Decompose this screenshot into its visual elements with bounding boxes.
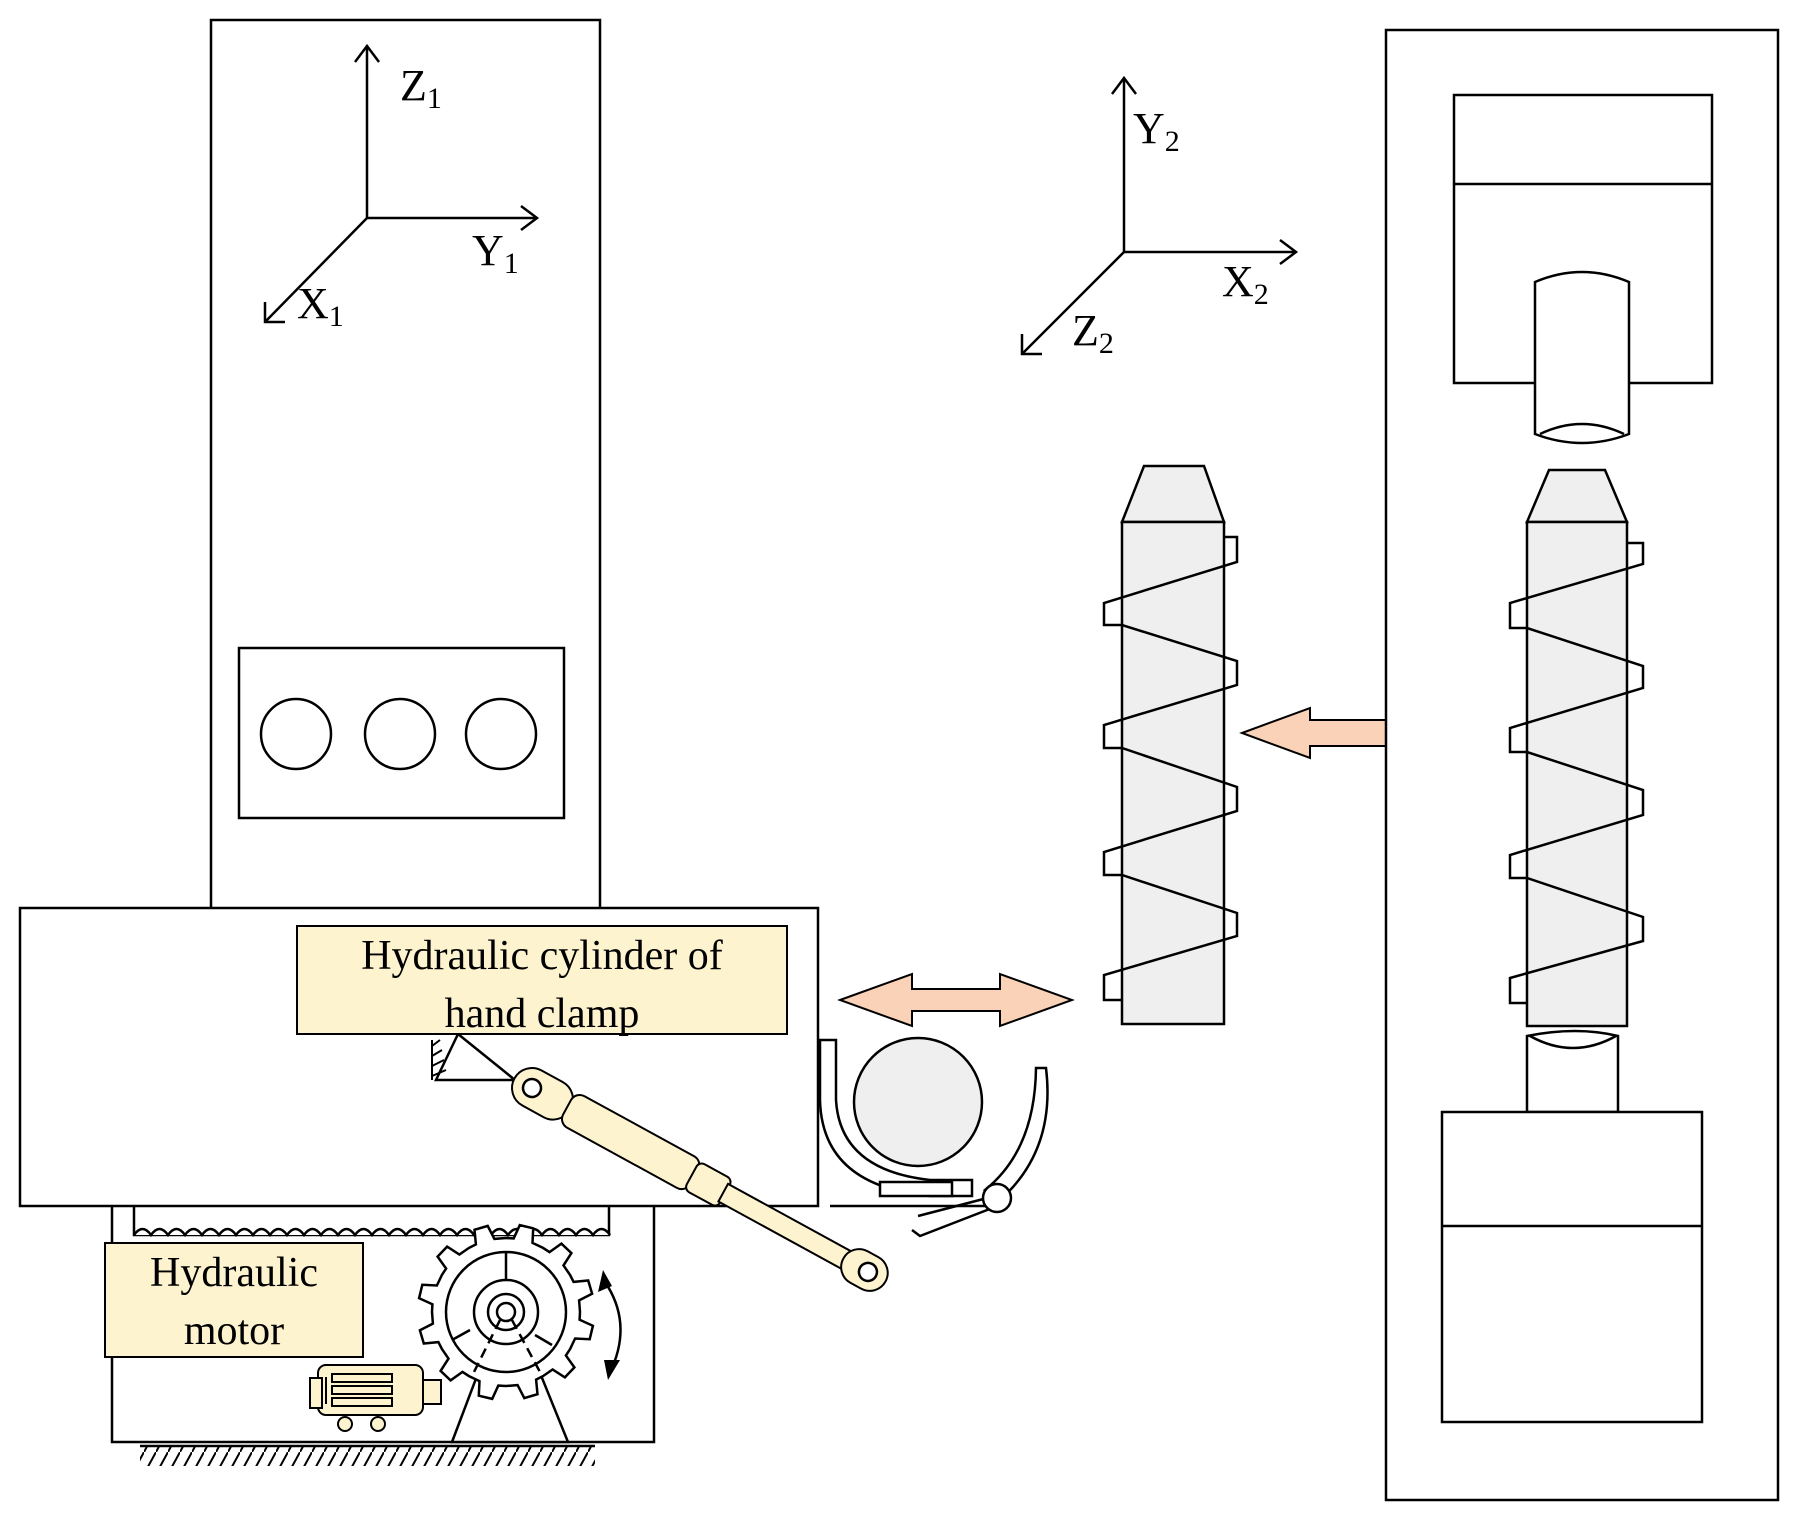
rotation-arrow-icon	[598, 1270, 622, 1380]
hand-clamp	[431, 1032, 1049, 1238]
indicator-circle-3	[464, 697, 538, 771]
axis-label-z1: Z1	[400, 61, 442, 115]
hydraulic-motor-icon	[309, 1364, 442, 1432]
ground-hatch	[140, 1446, 595, 1466]
motor-label: Hydraulic motor	[104, 1242, 364, 1358]
axis-label-x2: X2	[1222, 257, 1269, 311]
hydraulic-cylinder-icon	[511, 1067, 889, 1292]
steel-bar-free	[1102, 464, 1239, 1026]
indicator-circle-1	[259, 697, 333, 771]
axis-label-y2: Y2	[1133, 104, 1180, 158]
cylinder-label-line1: Hydraulic cylinder of	[361, 933, 723, 979]
clamped-bar	[852, 1036, 984, 1168]
axis-label-z2: Z2	[1072, 306, 1114, 360]
press-frame	[1384, 28, 1780, 1502]
cylinder-label-line2: hand clamp	[444, 991, 640, 1037]
coordinate-frame-2: Y2 X2 Z2	[1020, 75, 1299, 360]
motor-label-line1: Hydraulic	[150, 1250, 318, 1296]
axis-label-y1: Y1	[472, 226, 519, 280]
indicator-circle-2	[363, 697, 437, 771]
gear-rack	[132, 1203, 612, 1238]
coordinate-frame-1: Z1 Y1 X1	[263, 43, 540, 333]
transfer-arrow-left	[837, 972, 1075, 1028]
motor-label-line2: motor	[183, 1308, 285, 1354]
axis-label-x1: X1	[297, 279, 344, 333]
drive-gear	[417, 1223, 595, 1444]
control-panel	[237, 646, 566, 820]
cylinder-label: Hydraulic cylinder of hand clamp	[296, 925, 788, 1037]
